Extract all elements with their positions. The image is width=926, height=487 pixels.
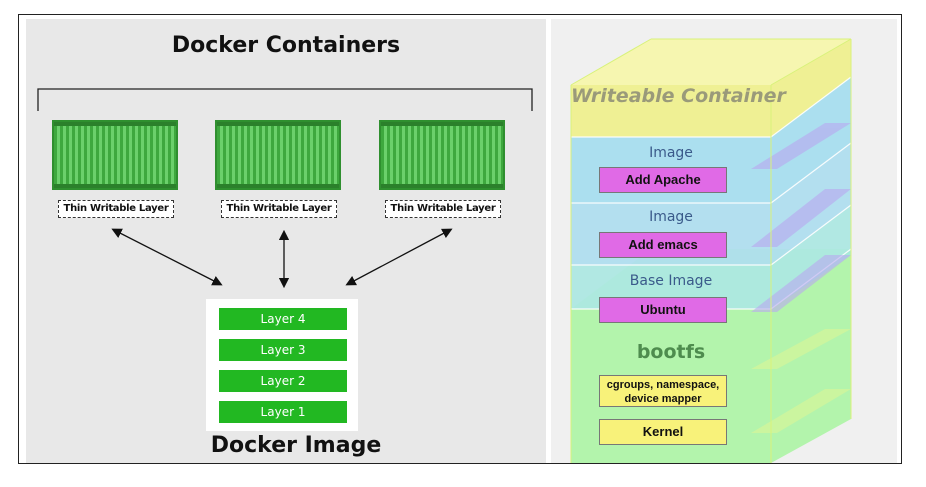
add-apache-tag: Add Apache — [599, 167, 727, 193]
docker-containers-title: Docker Containers — [171, 33, 401, 58]
image-label-1: Image — [649, 145, 693, 161]
docker-containers-panel: Docker Containers Thin Writable Layer Th… — [26, 19, 546, 463]
add-emacs-tag: Add emacs — [599, 232, 727, 258]
bootfs-label: bootfs — [636, 341, 706, 363]
arrow-left-container — [111, 228, 223, 286]
containers-bracket — [37, 88, 533, 111]
base-image-slab — [571, 205, 851, 309]
writeable-slab — [571, 39, 851, 137]
layer-3: Layer 3 — [219, 339, 347, 361]
thin-writable-layer-3: Thin Writable Layer — [385, 200, 501, 218]
thin-writable-layer-1: Thin Writable Layer — [58, 200, 174, 218]
connector-lines — [37, 88, 533, 289]
container-1 — [52, 120, 178, 190]
layer-stack-panel: Writeable Container Image Add Apache Ima… — [551, 19, 897, 463]
container-2 — [215, 120, 341, 190]
writeable-container-label: Writeable Container — [571, 85, 786, 107]
cgroups-namespace-tag: cgroups, namespace, device mapper — [599, 375, 727, 407]
base-image-label: Base Image — [629, 273, 713, 289]
ubuntu-tag: Ubuntu — [599, 297, 727, 323]
docker-image-title: Docker Image — [210, 433, 382, 458]
kernel-tag: Kernel — [599, 419, 727, 445]
container-3 — [379, 120, 505, 190]
arrow-right-container — [345, 228, 453, 286]
thin-writable-layer-2: Thin Writable Layer — [221, 200, 337, 218]
docker-image-box: Layer 4 Layer 3 Layer 2 Layer 1 — [206, 299, 358, 431]
layer-1: Layer 1 — [219, 401, 347, 423]
image-label-2: Image — [649, 209, 693, 225]
layer-2: Layer 2 — [219, 370, 347, 392]
layer-4: Layer 4 — [219, 308, 347, 330]
